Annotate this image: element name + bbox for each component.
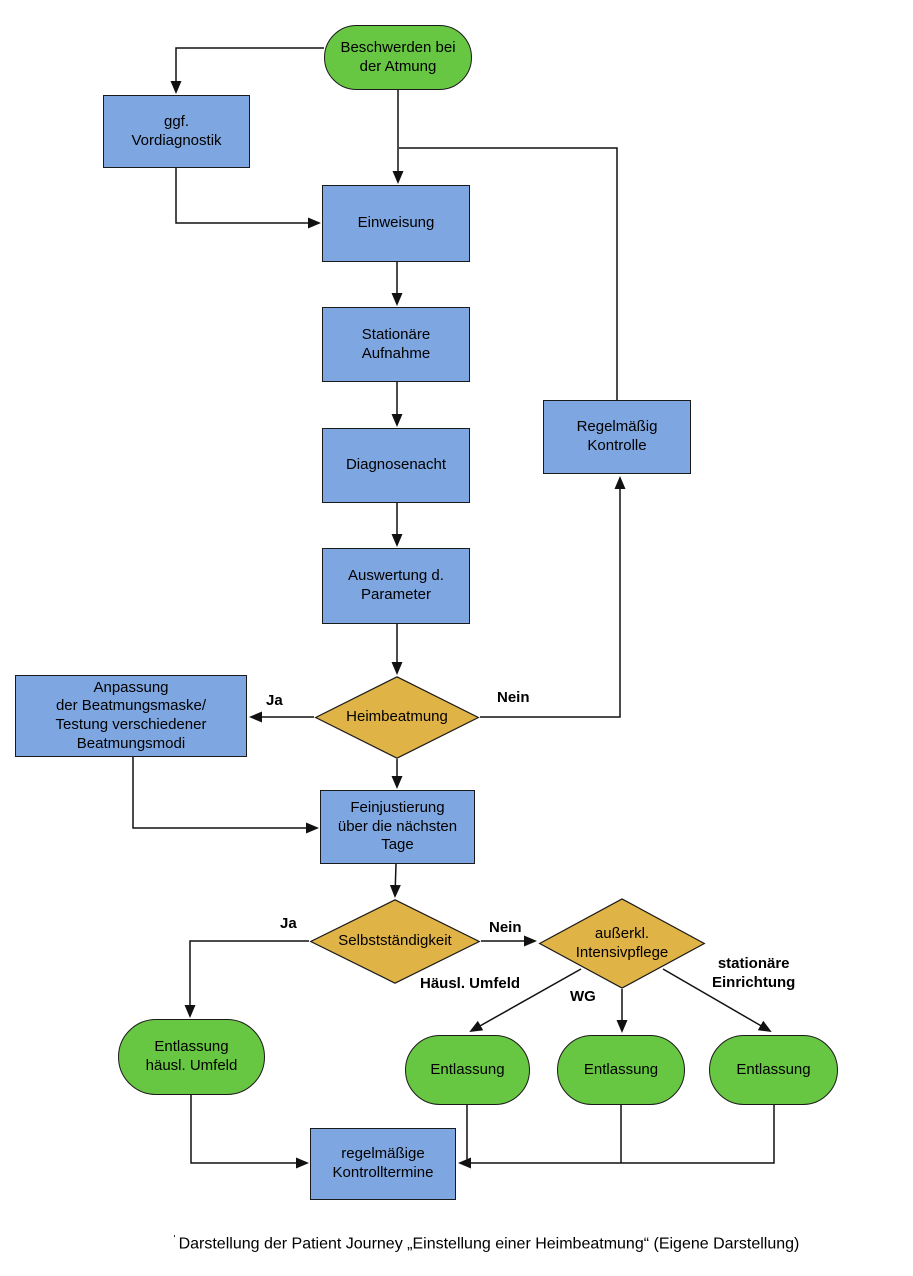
node-stationaere-aufnahme: Stationäre Aufnahme bbox=[322, 307, 470, 382]
node-regelmaessig-kontrolle-label: Regelmäßig Kontrolle bbox=[576, 418, 658, 454]
edge-label-nein-2: Nein bbox=[489, 919, 522, 936]
figure-caption-text: Darstellung der Patient Journey „Einstel… bbox=[178, 1235, 800, 1253]
node-kontrolltermine: regelmäßige Kontrolltermine bbox=[310, 1128, 456, 1200]
node-vordiagnostik-label: ggf. Vordiagnostik bbox=[131, 112, 222, 149]
node-vordiagnostik: ggf. Vordiagnostik bbox=[103, 95, 250, 168]
decision-heimbeatmung-label: Heimbeatmung bbox=[346, 708, 448, 726]
node-auswertung-parameter-label: Auswertung d. Parameter bbox=[348, 567, 444, 603]
node-entlassung-haeusl-umfeld-label: Entlassung häusl. Umfeld bbox=[145, 1038, 238, 1074]
edge-label-wg: WG bbox=[570, 988, 596, 1005]
decision-intensivpflege-label: außerkl. Intensivpflege bbox=[575, 924, 669, 961]
node-diagnosenacht: Diagnosenacht bbox=[322, 428, 470, 503]
decision-selbststaendigkeit-label: Selbstständigkeit bbox=[338, 932, 452, 950]
edge-label-nein-1: Nein bbox=[497, 689, 530, 706]
node-entlassung-1: Entlassung bbox=[405, 1035, 530, 1105]
node-entlassung-3-label: Entlassung bbox=[736, 1060, 811, 1078]
node-anpassung-beatmungsmaske: Anpassung der Beatmungsmaske/ Testung ve… bbox=[15, 675, 247, 757]
edge-label-ja-2: Ja bbox=[280, 915, 297, 932]
node-beschwerden-atmung-label: Beschwerden bei der Atmung bbox=[340, 38, 456, 75]
node-entlassung-1-label: Entlassung bbox=[430, 1060, 505, 1078]
decision-selbststaendigkeit: Selbstständigkeit bbox=[309, 899, 481, 984]
decision-heimbeatmung: Heimbeatmung bbox=[314, 676, 480, 759]
node-entlassung-haeusl-umfeld: Entlassung häusl. Umfeld bbox=[118, 1019, 265, 1095]
node-einweisung: Einweisung bbox=[322, 185, 470, 262]
diamond-shape bbox=[309, 899, 481, 984]
edge-label-haeusl-umfeld: Häusl. Umfeld bbox=[420, 975, 521, 992]
node-regelmaessig-kontrolle: Regelmäßig Kontrolle bbox=[543, 400, 691, 474]
node-auswertung-parameter: Auswertung d. Parameter bbox=[322, 548, 470, 624]
figure-caption: 'Darstellung der Patient Journey „Einste… bbox=[60, 1234, 913, 1253]
node-entlassung-3: Entlassung bbox=[709, 1035, 838, 1105]
node-anpassung-beatmungsmaske-label: Anpassung der Beatmungsmaske/ Testung ve… bbox=[55, 678, 207, 752]
caption-footnote-mark: ' bbox=[173, 1234, 176, 1245]
edge-label-stationaere-einrichtung: stationäre Einrichtung bbox=[712, 955, 796, 991]
decision-intensivpflege: außerkl. Intensivpflege bbox=[538, 898, 706, 989]
node-feinjustierung-label: Feinjustierung über die nächsten Tage bbox=[337, 798, 458, 854]
node-beschwerden-atmung: Beschwerden bei der Atmung bbox=[324, 25, 472, 90]
node-feinjustierung: Feinjustierung über die nächsten Tage bbox=[320, 790, 475, 864]
node-stationaere-aufnahme-label: Stationäre Aufnahme bbox=[361, 325, 431, 362]
node-entlassung-2-label: Entlassung bbox=[583, 1060, 659, 1078]
diamond-shape bbox=[538, 898, 706, 989]
node-entlassung-2: Entlassung bbox=[557, 1035, 685, 1105]
diamond-shape bbox=[314, 676, 480, 759]
node-einweisung-label: Einweisung bbox=[357, 214, 435, 232]
node-kontrolltermine-label: regelmäßige Kontrolltermine bbox=[332, 1145, 434, 1181]
edge-label-ja-1: Ja bbox=[266, 692, 283, 709]
node-diagnosenacht-label: Diagnosenacht bbox=[345, 456, 447, 474]
